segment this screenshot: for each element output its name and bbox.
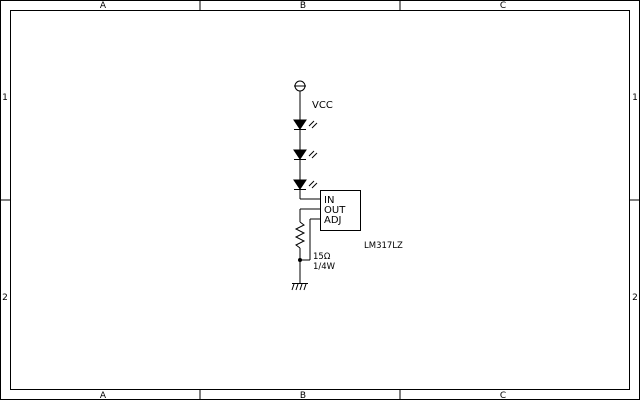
regulator-pin-in: IN [324,195,334,206]
zone-col-label: C [500,391,506,400]
ground-hatch [295,283,299,291]
led-light-arrow [311,152,318,159]
regulator-part-label: LM317LZ [364,241,403,251]
zone-row-label: 2 [2,293,8,303]
junction-dot [298,258,302,262]
vcc-label: VCC [312,100,333,111]
ground-icon [291,283,308,291]
led-string-wire [299,91,320,200]
zone-col-label: A [100,391,107,400]
zone-col-label: B [300,1,306,11]
zone-row-label: 1 [2,93,8,103]
led-light-arrow [308,150,315,157]
resistor-rating-label: 1/4W [313,262,336,272]
led-3 [293,179,318,190]
zone-row-label: 1 [632,93,638,103]
led-triangle [293,149,307,160]
led-light-arrow [311,122,318,129]
led-light-arrow [308,180,315,187]
led-2 [293,149,318,160]
regulator-body [320,190,361,231]
zone-col-label: A [100,1,107,11]
inner-frame [10,10,630,390]
led-1 [293,119,318,130]
regulator-pin-out: OUT [324,205,346,216]
vcc-symbol [294,80,306,92]
led-triangle [293,179,307,190]
ground-hatch [291,283,295,291]
ground-hatch [299,283,303,291]
regulator-pin-adj: ADJ [324,215,342,226]
zone-col-label: B [300,391,306,400]
output-network-wire [294,208,320,283]
resistor-zigzag [294,221,306,249]
ground-hatch [303,283,307,291]
zone-col-label: C [500,1,506,11]
led-triangle [293,119,307,130]
zone-row-label: 2 [632,293,638,303]
led-light-arrow [311,182,318,189]
led-light-arrow [308,120,315,127]
resistor-value-label: 15Ω [313,252,331,262]
